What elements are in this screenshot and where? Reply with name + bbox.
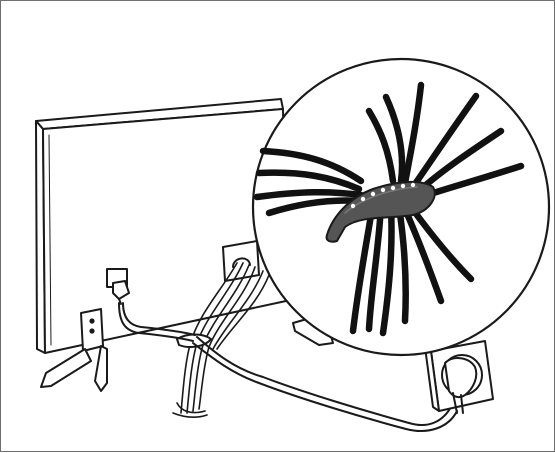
tv-panel [36,99,286,353]
cable-holder [223,241,259,281]
